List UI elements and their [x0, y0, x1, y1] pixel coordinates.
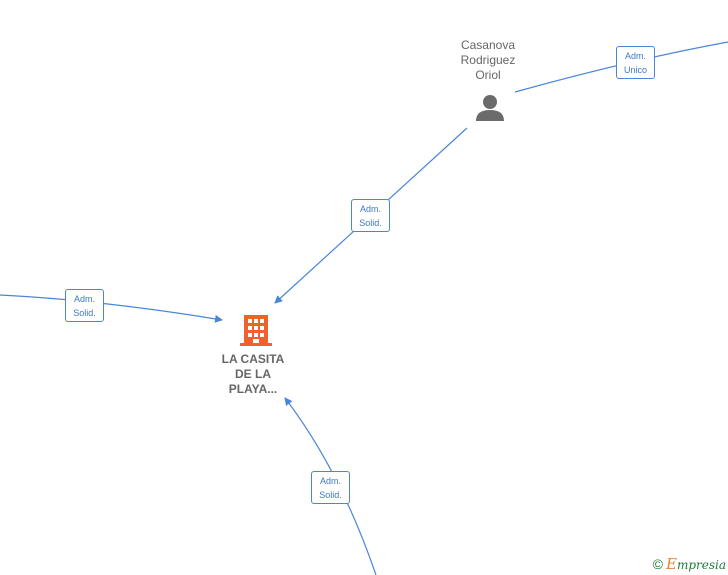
company-name-line-3: PLAYA...	[228, 382, 278, 396]
edge-label-adm-solid-bottom[interactable]: Adm. Solid.	[311, 471, 350, 504]
empresia-logo: Empresia	[665, 555, 726, 573]
copyright-icon: ©	[652, 556, 663, 572]
person-name-line-2: Rodriguez	[460, 53, 516, 67]
edge-label-adm-unico[interactable]: Adm. Unico	[616, 46, 655, 79]
edge-label-line: Solid.	[359, 218, 382, 228]
person-name-line-3: Oriol	[475, 68, 501, 82]
company-name-line-1: LA CASITA	[221, 352, 285, 366]
edge-label-line: Adm.	[624, 51, 646, 61]
edge-label-line: Solid.	[319, 490, 342, 500]
edge-label-line: Adm.	[73, 294, 95, 304]
edge-label-line: Adm.	[319, 476, 341, 486]
person-node-label[interactable]: Casanova Rodriguez Oriol	[443, 38, 533, 83]
edge-label-line: Adm.	[359, 204, 381, 214]
edge-label-line: Solid.	[73, 308, 96, 318]
edge-label-adm-solid-person[interactable]: Adm. Solid.	[351, 199, 390, 232]
company-name-line-2: DE LA	[235, 367, 271, 381]
empresia-credit[interactable]: ©Empresia	[653, 555, 726, 573]
building-icon[interactable]	[240, 315, 272, 346]
edge-left-company	[0, 294, 223, 323]
person-icon[interactable]	[476, 95, 504, 121]
person-name-line-1: Casanova	[460, 38, 516, 52]
company-node-label[interactable]: LA CASITA DE LA PLAYA...	[208, 352, 298, 397]
edge-label-adm-solid-left[interactable]: Adm. Solid.	[65, 289, 104, 322]
edge-label-line: Unico	[623, 65, 647, 75]
